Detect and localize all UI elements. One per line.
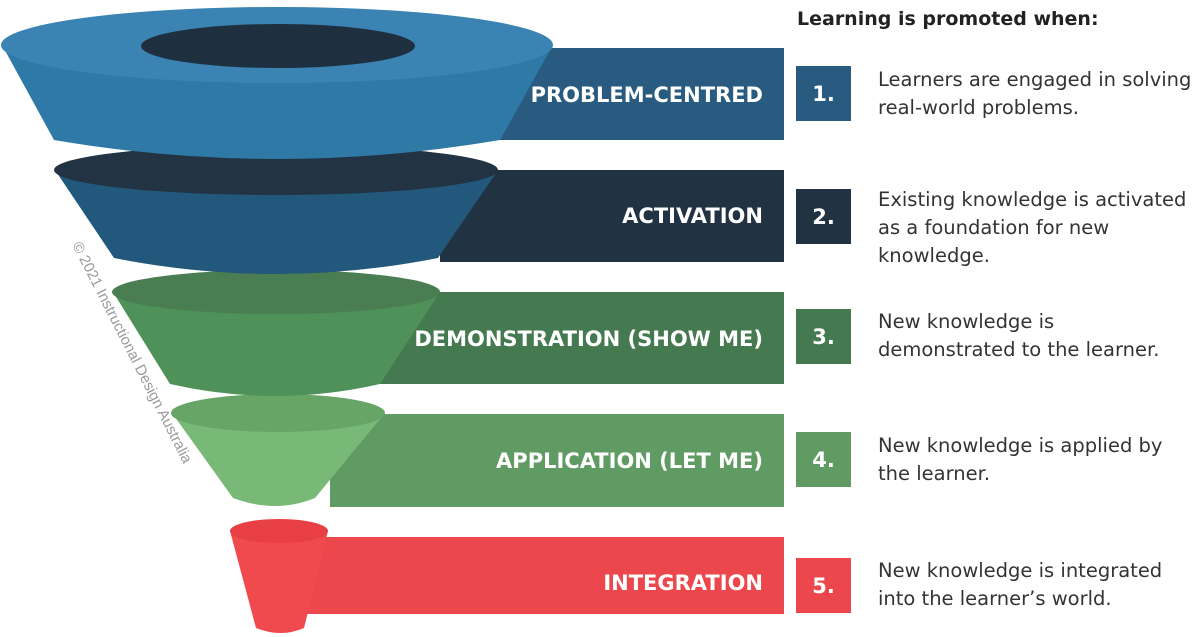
funnel-opening [141,24,415,68]
band-label-integration: INTEGRATION [603,571,763,595]
cone-top-demonstration [112,270,440,314]
step-number-4: 4. [796,432,851,487]
cone-top-activation [54,145,498,195]
cone-top-integration [230,519,328,543]
step-number-5: 5. [796,558,851,613]
panel-heading: Learning is promoted when: [797,8,1099,30]
step-description-1: Learners are engaged in solving real-wor… [878,68,1192,119]
step-description-5: New knowledge is integrated into the lea… [878,559,1163,610]
band-label-demonstration: DEMONSTRATION (SHOW ME) [414,327,763,351]
cone-integration [230,531,328,633]
funnel-group: INTEGRATION APPLICATION (LET ME) DEMONST… [1,7,784,633]
stage-integration: INTEGRATION [230,519,784,633]
step-description-2: Existing knowledge is activated as a fou… [878,188,1187,267]
band-application [330,414,784,507]
step-number-1: 1. [796,66,851,121]
step-description-3: New knowledge is demonstrated to the lea… [878,310,1160,361]
band-problem-centred [500,48,784,140]
band-label-application: APPLICATION (LET ME) [496,449,763,473]
band-label-problem-centred: PROBLEM-CENTRED [531,83,763,107]
band-activation [440,170,784,262]
cone-application [172,413,385,506]
band-demonstration [360,292,784,384]
stage-application: APPLICATION (LET ME) [171,394,784,507]
band-integration [300,537,784,614]
step-number-2: 2. [796,189,851,244]
stage-activation: ACTIVATION [54,145,784,274]
cone-activation [55,170,498,274]
step-description-4: New knowledge is applied by the learner. [878,434,1163,485]
stage-problem-centred: PROBLEM-CENTRED [1,7,784,159]
cone-demonstration [113,292,440,396]
stage-demonstration: DEMONSTRATION (SHOW ME) [112,270,784,396]
step-number-3: 3. [796,309,851,364]
cone-top-application [171,394,385,432]
band-label-activation: ACTIVATION [622,204,763,228]
